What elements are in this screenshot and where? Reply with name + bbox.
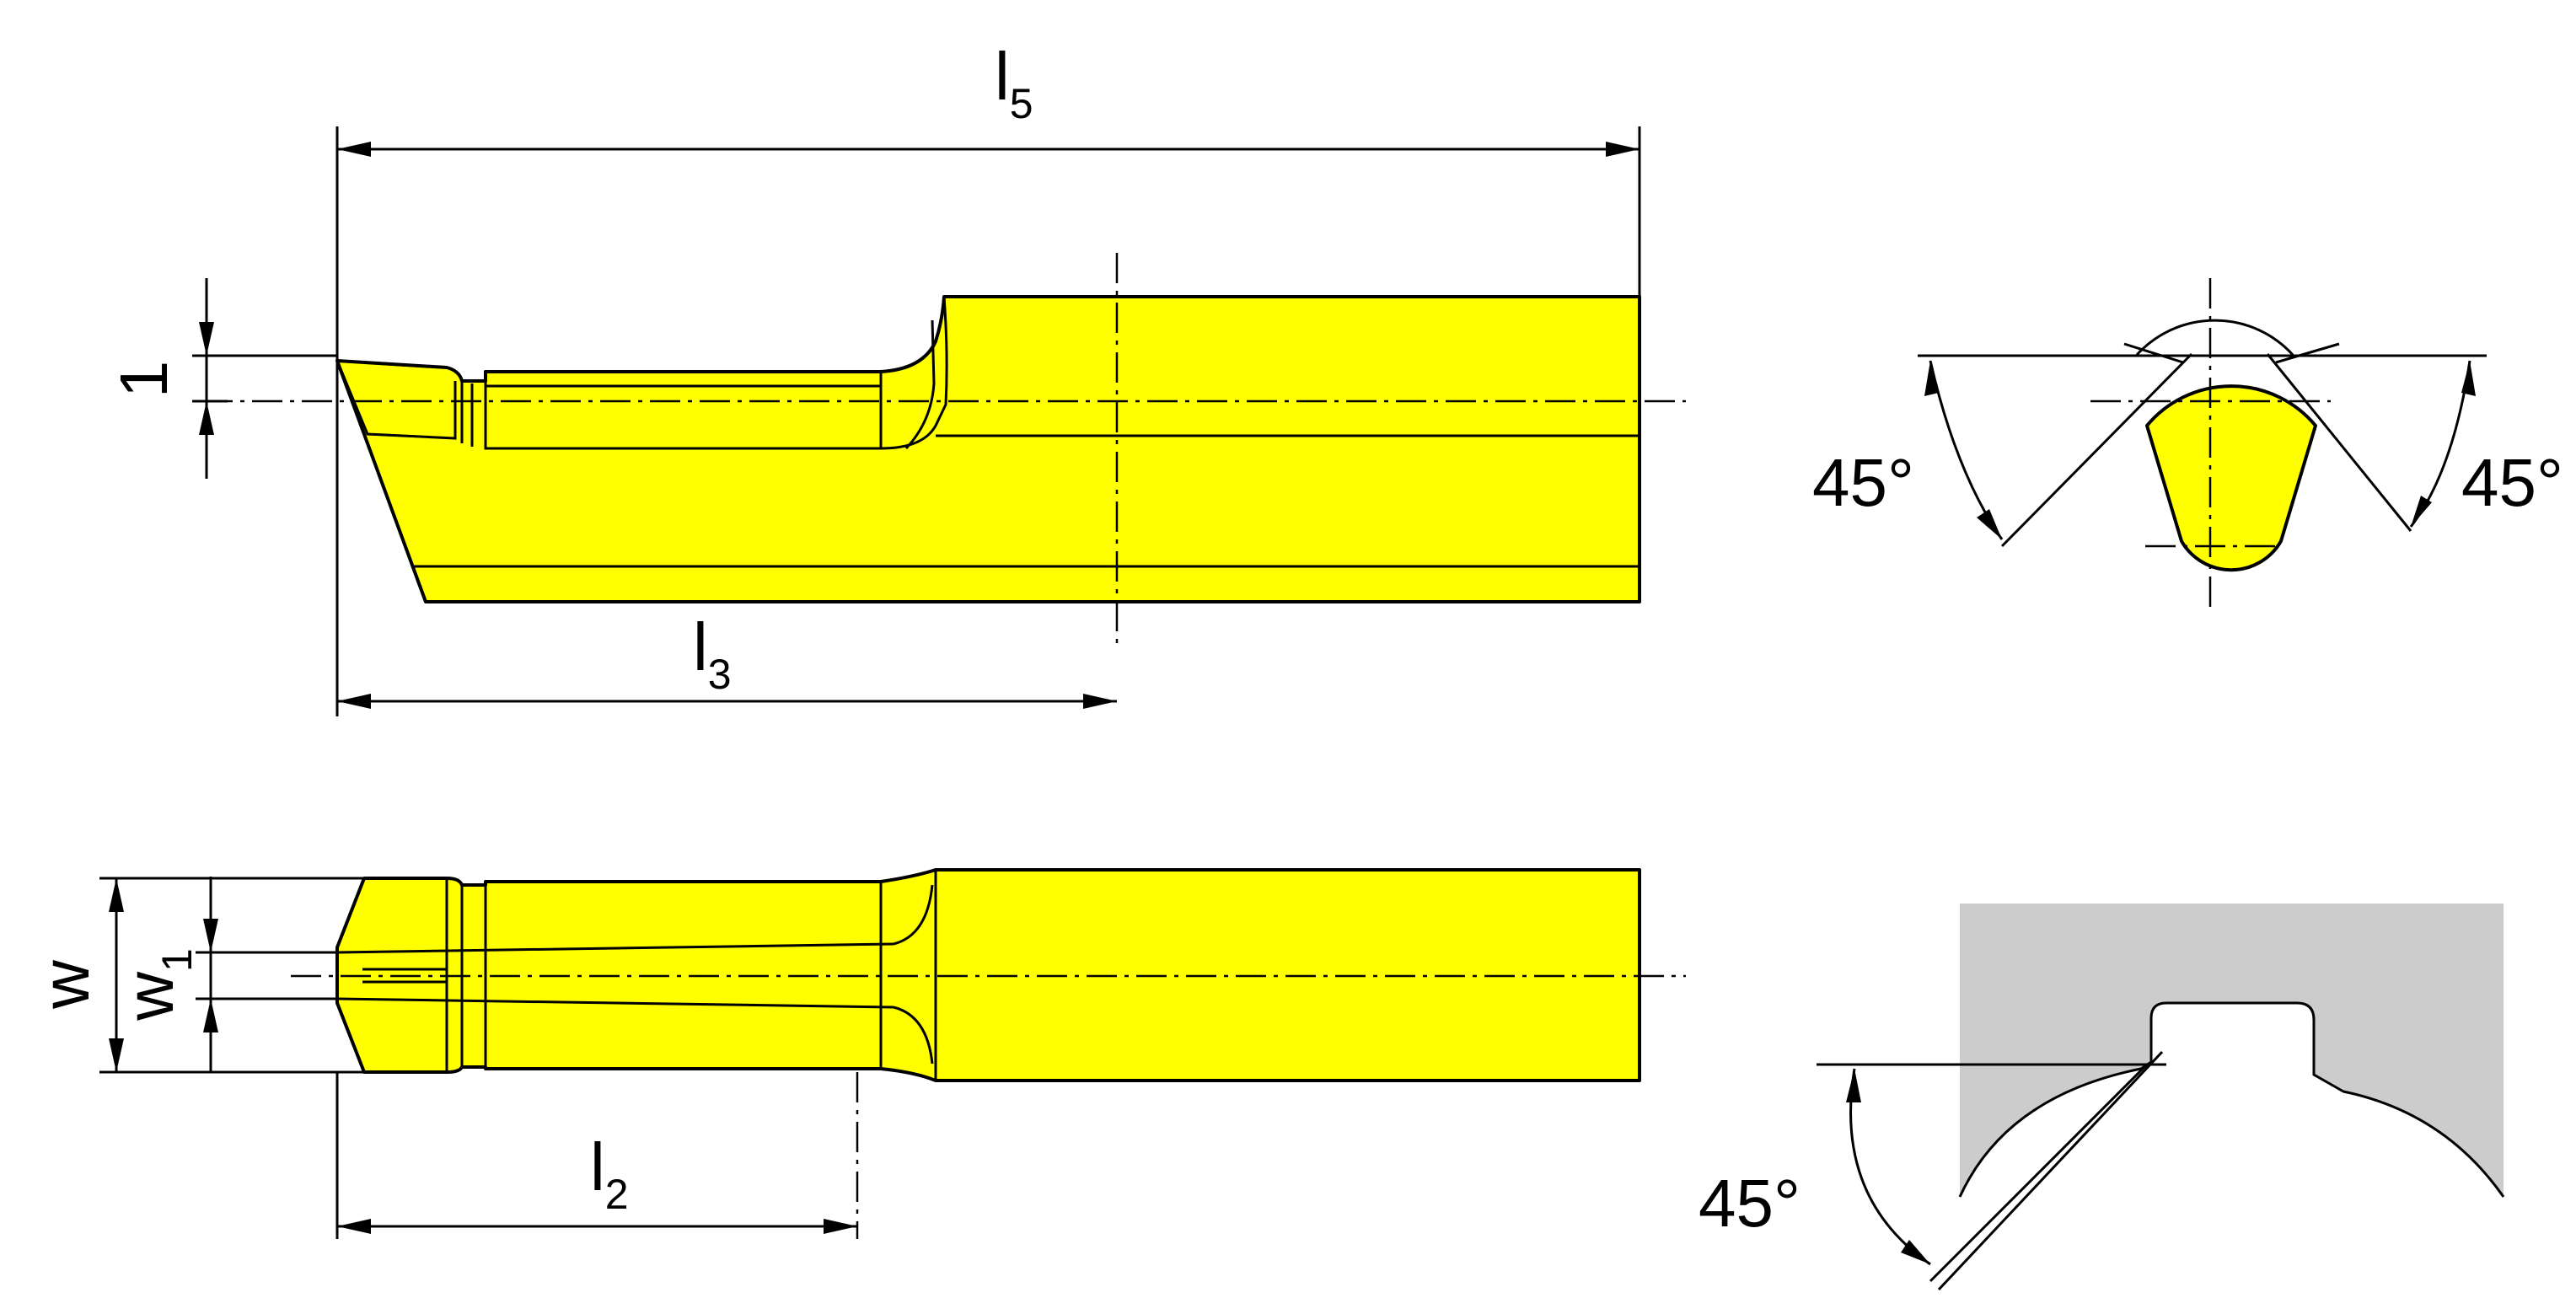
top-view-fillet-upper	[893, 884, 934, 946]
dimension-l3: l3	[337, 609, 1117, 709]
dimension-w: w	[28, 877, 364, 1074]
end-view-body	[2145, 384, 2317, 572]
label-l5: l5	[995, 39, 1033, 127]
end-view-angle-line-right	[2266, 353, 2412, 532]
label-offset: 1	[106, 361, 181, 399]
label-l3: l3	[693, 609, 732, 698]
side-view-body	[335, 295, 1641, 603]
detail-angle-line-outer	[1937, 1050, 2164, 1291]
dimension-offset: 1	[106, 278, 337, 479]
detail-angle-line-inner	[1929, 1062, 2149, 1283]
end-view: 45° 45°	[1812, 278, 2563, 611]
top-view	[291, 868, 1686, 1082]
end-view-chamfer-right	[2275, 342, 2340, 364]
end-view-top-arc	[2135, 319, 2294, 357]
dimension-l2: l2	[335, 1072, 859, 1239]
top-view-groove-upper	[336, 942, 894, 954]
side-view-chipbreaker-contour	[335, 296, 948, 450]
label-l2: l2	[590, 1129, 629, 1218]
top-view-fillet-lower	[893, 1006, 934, 1065]
workpiece-section	[1960, 904, 2504, 1197]
dimension-l5: l5	[335, 39, 1641, 716]
top-view-groove-lower	[336, 997, 894, 1009]
angle-arc-left	[1929, 360, 2004, 540]
angle-arc-detail	[1849, 1068, 1931, 1266]
dimension-w1: w1	[112, 877, 337, 1072]
label-angle-detail: 45°	[1699, 1166, 1801, 1241]
side-view	[202, 253, 1686, 649]
label-angle-left: 45°	[1812, 445, 1914, 520]
end-view-chamfer-left	[2123, 342, 2184, 364]
workpiece-profile	[1958, 1001, 2505, 1198]
label-w1: w1	[112, 948, 201, 1022]
detail-view: 45°	[1699, 904, 2505, 1291]
side-view-fillet-line	[904, 319, 936, 450]
end-view-angle-line-left	[2000, 352, 2193, 548]
label-angle-right: 45°	[2461, 445, 2563, 520]
label-w: w	[28, 960, 103, 1010]
